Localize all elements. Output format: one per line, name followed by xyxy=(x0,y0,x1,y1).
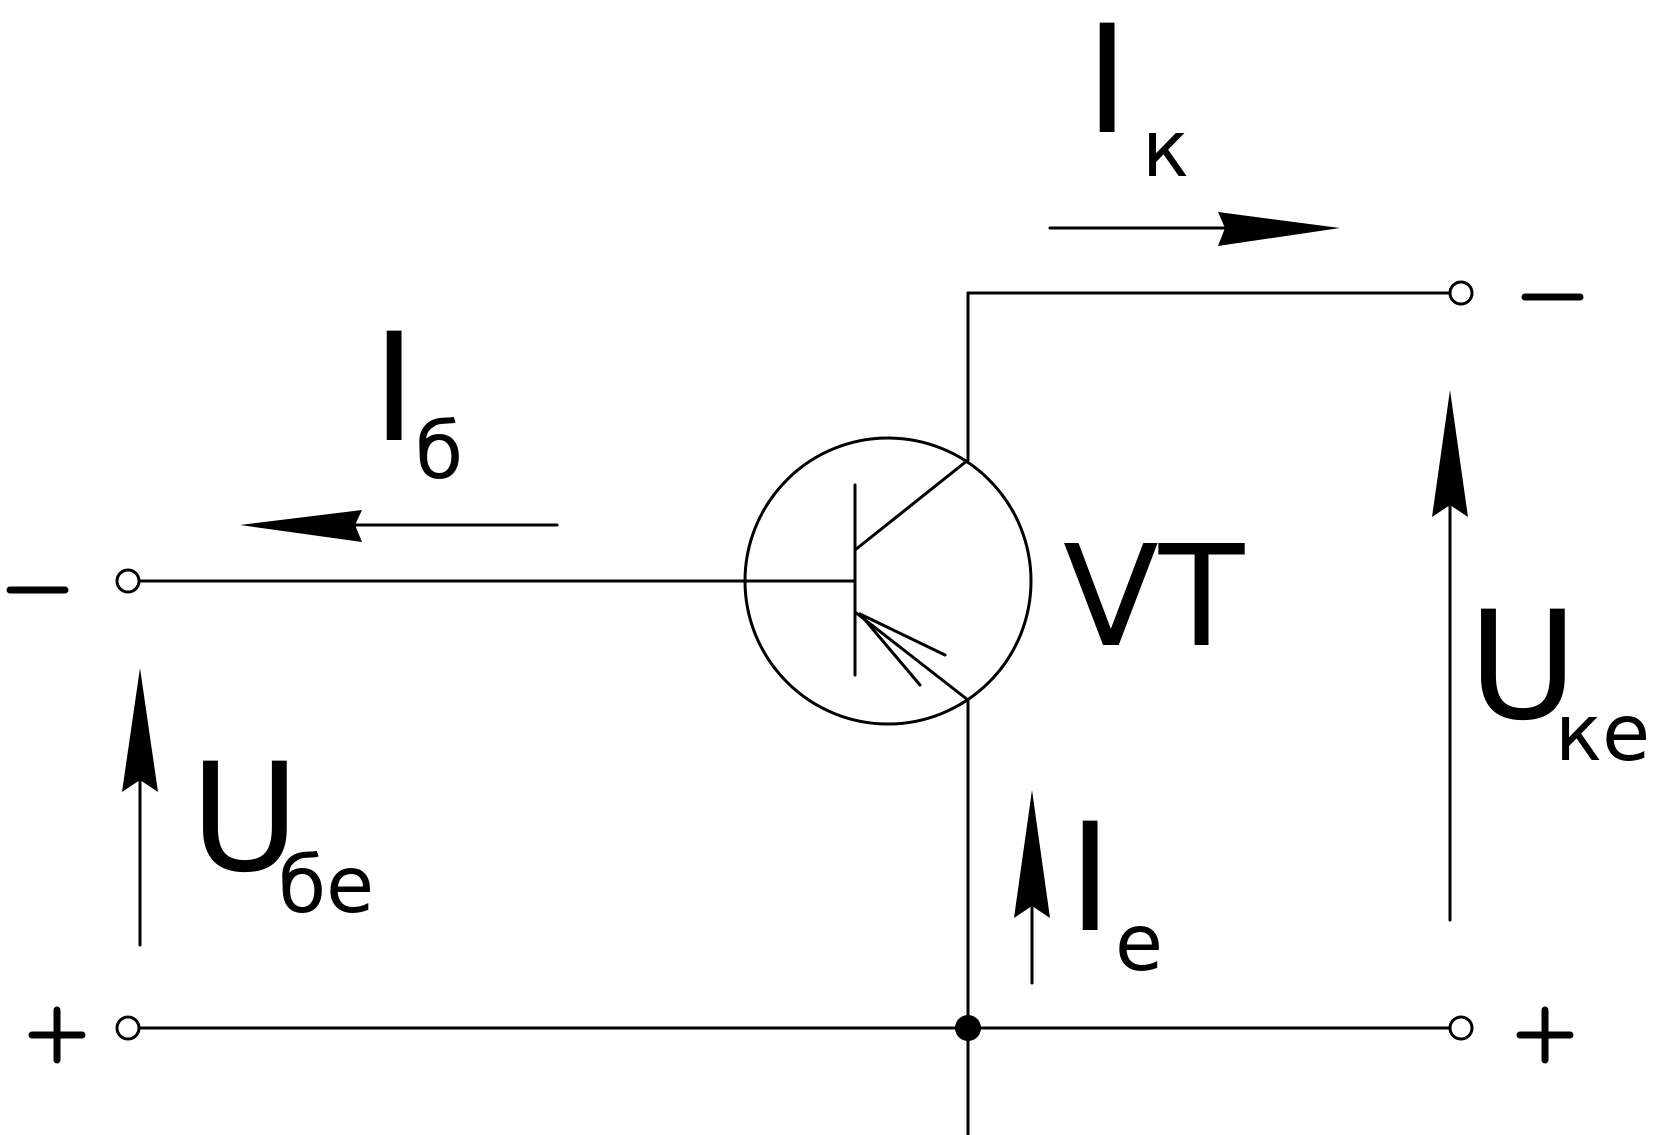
collector-emitter-voltage-subscript: ке xyxy=(1555,689,1650,779)
collector-current-label: I xyxy=(1085,0,1129,168)
input-top-terminal xyxy=(115,568,141,594)
emitter-current-label: I xyxy=(1068,792,1112,966)
emitter-current-subscript: е xyxy=(1115,899,1163,989)
base-current-arrow xyxy=(240,510,559,542)
transistor-symbol xyxy=(743,436,1033,726)
collector-current-arrow xyxy=(1048,212,1340,246)
junction-node xyxy=(955,1015,981,1041)
emitter-arrow-stroke-b xyxy=(858,612,922,687)
collector-lead xyxy=(853,458,970,552)
output-top-terminal xyxy=(1448,280,1474,306)
emitter-current-arrow xyxy=(1014,790,1050,985)
base-emitter-voltage-subscript: бе xyxy=(278,841,374,931)
collector-emitter-voltage-label: U xyxy=(1468,580,1578,754)
base-emitter-voltage-arrow xyxy=(122,668,158,947)
emitter-lead xyxy=(853,610,970,702)
input-bottom-terminal xyxy=(115,1015,141,1041)
output-plus-sign xyxy=(1516,1006,1574,1064)
collector-current-subscript: к xyxy=(1142,105,1189,195)
input-plus-sign xyxy=(28,1006,86,1064)
transistor-envelope xyxy=(743,436,1033,726)
output-bottom-terminal xyxy=(1448,1015,1474,1041)
transistor-label: VT xyxy=(1063,516,1245,679)
emitter-arrow-stroke-a xyxy=(858,612,947,657)
base-current-subscript: б xyxy=(415,407,463,497)
base-emitter-voltage-label: U xyxy=(190,732,300,906)
base-current-label: I xyxy=(372,302,416,476)
collector-emitter-voltage-arrow xyxy=(1432,390,1468,922)
